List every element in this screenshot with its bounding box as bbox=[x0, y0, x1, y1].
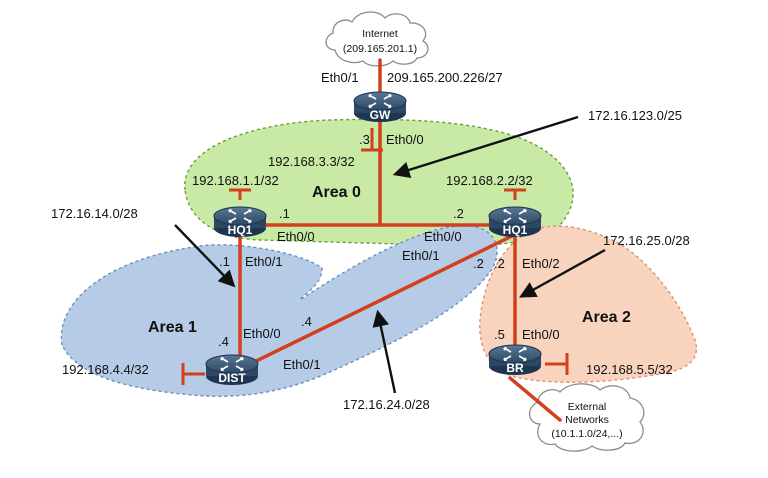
hq1-right-diag-host-octet-label: .2 bbox=[473, 256, 484, 271]
hq1-left-eth0-0-label: Eth0/0 bbox=[277, 229, 315, 244]
hq1-right-eth0-0-label: Eth0/0 bbox=[424, 229, 462, 244]
area-2-region bbox=[479, 225, 697, 383]
hq1-right-eth0-1-label: Eth0/1 bbox=[402, 248, 440, 263]
area-0-title: Area 0 bbox=[312, 184, 361, 201]
internet-cloud-address: (209.165.201.1) bbox=[343, 43, 417, 55]
router-hq1-left-label: HQ1 bbox=[228, 223, 253, 237]
dist-eth0-1-label: Eth0/1 bbox=[283, 357, 321, 372]
gw-eth0-0-label: Eth0/0 bbox=[386, 132, 424, 147]
gw-eth0-1-label: Eth0/1 bbox=[321, 70, 359, 85]
router-br[interactable]: BR bbox=[488, 344, 542, 376]
external-cloud-line-2: Networks bbox=[565, 414, 609, 426]
gw-wan-ip-label: 209.165.200.226/27 bbox=[387, 70, 503, 85]
gw-loopback-label: 192.168.3.3/32 bbox=[268, 154, 355, 169]
area-2-title: Area 2 bbox=[582, 309, 631, 326]
br-eth0-0-label: Eth0/0 bbox=[522, 327, 560, 342]
subnet-172-16-25-label: 172.16.25.0/28 bbox=[603, 233, 690, 248]
subnet-172-16-24-label: 172.16.24.0/28 bbox=[343, 397, 430, 412]
dist-up-host-octet-label: .4 bbox=[218, 334, 229, 349]
hq1-left-loopback-label: 192.168.1.1/32 bbox=[192, 173, 279, 188]
router-gw-label: GW bbox=[370, 108, 391, 122]
br-host-octet-label: .5 bbox=[494, 327, 505, 342]
arrow-subnet-25 bbox=[519, 248, 606, 298]
hq1-left-eth0-1-label: Eth0/1 bbox=[245, 254, 283, 269]
arrow-subnet-14 bbox=[174, 224, 236, 288]
external-networks-cloud: External Networks (10.1.1.0/24,...) bbox=[528, 383, 645, 452]
router-gw[interactable]: GW bbox=[353, 91, 407, 123]
router-dist-label: DIST bbox=[218, 371, 246, 385]
dist-loopback-label: 192.168.4.4/32 bbox=[62, 362, 149, 377]
external-cloud-line-3: (10.1.1.0/24,...) bbox=[551, 428, 622, 440]
router-hq1-right-label: HQ1 bbox=[503, 223, 528, 237]
router-br-label: BR bbox=[506, 361, 524, 375]
router-hq1-right[interactable]: HQ1 bbox=[488, 206, 542, 238]
hq1-left-down-host-octet-label: .1 bbox=[219, 254, 230, 269]
subnet-172-16-123-label: 172.16.123.0/25 bbox=[588, 108, 682, 123]
external-cloud-line-1: External bbox=[568, 401, 607, 413]
hq1-right-down-host-octet-label: .2 bbox=[494, 256, 505, 271]
internet-cloud: Internet (209.165.201.1) bbox=[325, 11, 429, 67]
gw-host-octet-label: .3 bbox=[359, 132, 370, 147]
subnet-172-16-14-label: 172.16.14.0/28 bbox=[51, 206, 138, 221]
link-hq1-dist-diagonal bbox=[248, 234, 514, 366]
arrow-subnet-123 bbox=[392, 115, 579, 178]
internet-cloud-title: Internet bbox=[362, 28, 398, 40]
dist-diag-host-octet-label: .4 bbox=[301, 314, 312, 329]
hq1-right-eth0-2-label: Eth0/2 bbox=[522, 256, 560, 271]
link-br-external bbox=[508, 376, 562, 422]
router-hq1-left[interactable]: HQ1 bbox=[213, 206, 267, 238]
hq1-right-loopback-label: 192.168.2.2/32 bbox=[446, 173, 533, 188]
area-1-title: Area 1 bbox=[148, 319, 197, 336]
br-loopback-label: 192.168.5.5/32 bbox=[586, 362, 673, 377]
router-dist[interactable]: DIST bbox=[205, 354, 259, 386]
arrow-subnet-24 bbox=[372, 309, 397, 394]
hq1-left-host-octet-label: .1 bbox=[279, 206, 290, 221]
dist-eth0-0-label: Eth0/0 bbox=[243, 326, 281, 341]
hq1-right-host-octet-label: .2 bbox=[453, 206, 464, 221]
